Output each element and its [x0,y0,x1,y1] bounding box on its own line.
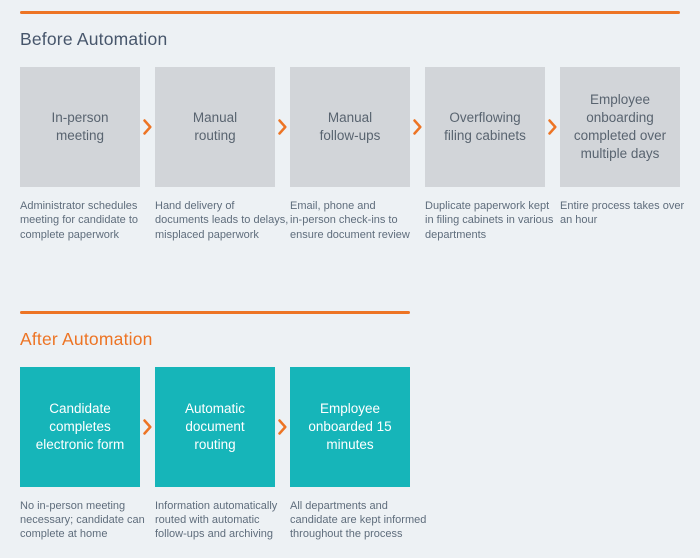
step-description: All departments and candidate are kept i… [290,499,427,541]
step-description: Administrator schedules meeting for cand… [20,200,139,241]
before-process-flow: In-person meeting Manual routing Manual … [20,67,680,187]
chevron-right-icon [140,119,155,135]
step-box-manual-routing: Manual routing [155,67,275,187]
chevron-right-icon [545,119,560,135]
step-description: Email, phone and in-person check-ins to … [290,200,410,241]
step-box-filing-cabinets: Overflowing filing cabinets [425,67,545,187]
step-box-electronic-form: Candidate completes electronic form [20,366,140,487]
step-box-manual-follow-ups: Manual follow-ups [290,67,410,187]
step-box-automatic-routing: Automatic document routing [155,366,275,487]
step-description: Information automatically routed with au… [155,499,278,541]
section-divider [20,11,680,14]
section-title-after: After Automation [20,328,153,349]
chevron-right-icon [410,119,425,135]
before-step-descriptions: Administrator schedules meeting for cand… [20,199,685,242]
chevron-right-icon [275,419,290,435]
step-description: Hand delivery of documents leads to dela… [155,200,289,241]
after-automation-section: After Automation Candidate completes ele… [20,310,680,542]
after-step-descriptions: No in-person meeting necessary; candidat… [20,499,680,542]
step-box-in-person-meeting: In-person meeting [20,67,140,187]
step-description: Duplicate paperwork kept in filing cabin… [425,200,554,241]
chevron-right-icon [275,119,290,135]
step-box-onboarding-multiple-days: Employee onboarding completed over multi… [560,67,680,187]
section-divider [20,310,410,314]
chevron-right-icon [140,419,155,435]
step-description: Entire process takes over an hour [560,200,685,227]
automation-comparison-infographic: Before Automation In-person meeting Manu… [20,11,685,542]
section-title-before: Before Automation [20,29,168,49]
after-process-flow: Candidate completes electronic form Auto… [20,366,680,487]
step-description: No in-person meeting necessary; candidat… [20,499,145,541]
before-automation-section: Before Automation In-person meeting Manu… [20,11,685,242]
step-box-onboarded-15-minutes: Employee onboarded 15 minutes [290,366,410,487]
